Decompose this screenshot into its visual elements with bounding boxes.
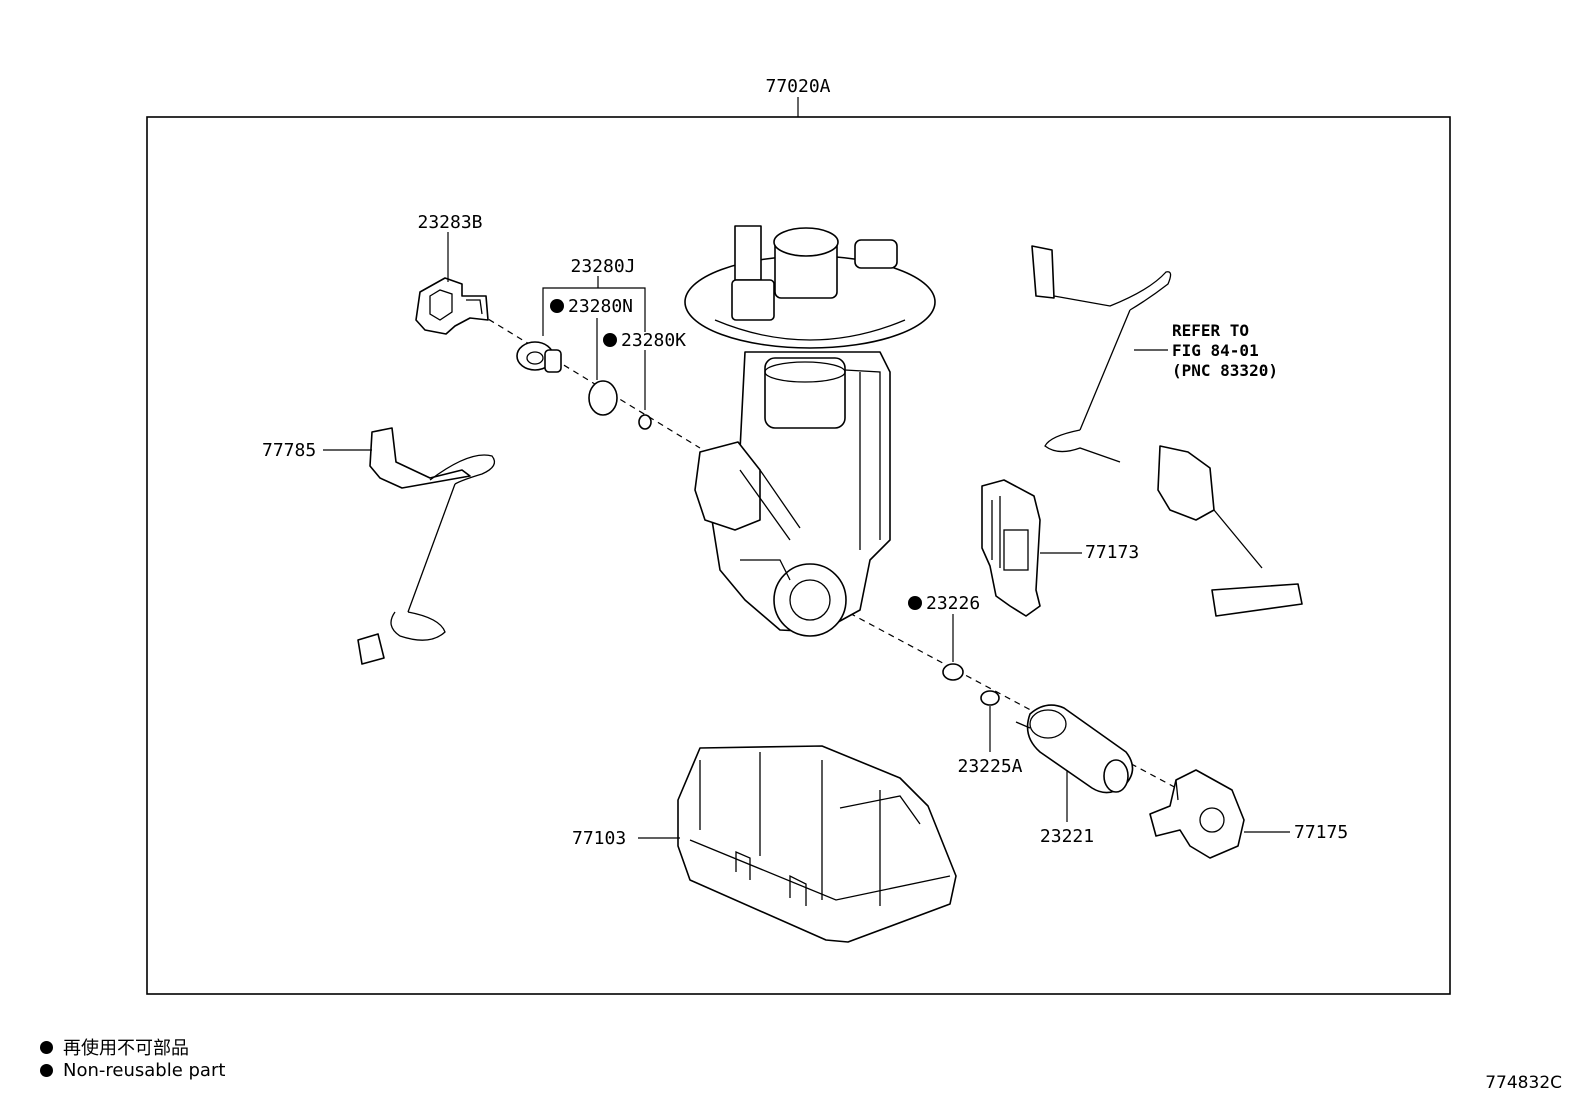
label-77103[interactable]: 77103	[572, 828, 626, 849]
filter-23280J[interactable]	[516, 341, 562, 373]
label-23280K[interactable]: 23280K	[621, 330, 686, 351]
o-ring-23280N[interactable]	[588, 380, 618, 416]
fuel-pump-assembly[interactable]	[684, 225, 936, 637]
reference-line-3[interactable]: (PNC 83320)	[1172, 361, 1278, 380]
non-reusable-dot-23280K	[603, 333, 617, 347]
o-ring-23226[interactable]	[942, 663, 964, 681]
clip-23283B[interactable]	[415, 277, 489, 335]
label-77173[interactable]: 77173	[1085, 542, 1139, 563]
tray-77103[interactable]	[677, 745, 957, 943]
o-ring-23280K[interactable]	[638, 414, 652, 430]
washer-23225A[interactable]	[980, 690, 1000, 706]
legend-japanese-text: 再使用不可部品	[63, 1038, 189, 1059]
label-23283B[interactable]: 23283B	[417, 212, 482, 233]
legend-english: Non-reusable part	[40, 1060, 225, 1081]
legend-japanese: 再使用不可部品	[40, 1034, 189, 1060]
label-77785[interactable]: 77785	[262, 440, 316, 461]
label-23280J[interactable]: 23280J	[570, 256, 635, 277]
non-reusable-dot-23226	[908, 596, 922, 610]
non-reusable-dot-23280N	[550, 299, 564, 313]
diagram-code: 774832C	[1485, 1073, 1562, 1093]
label-23226[interactable]: 23226	[926, 593, 980, 614]
assembly-axis-upper	[469, 307, 701, 449]
sender-arm-77785[interactable]	[357, 427, 496, 665]
non-reusable-dot-icon	[40, 1064, 53, 1077]
fuel-pump-23221[interactable]	[1015, 704, 1134, 794]
reference-line-2[interactable]: FIG 84-01	[1172, 341, 1259, 360]
label-23280N[interactable]: 23280N	[568, 296, 633, 317]
bracket-77173[interactable]	[981, 479, 1041, 617]
non-reusable-dot-icon	[40, 1040, 53, 1054]
legend-english-text: Non-reusable part	[63, 1060, 226, 1081]
label-23221[interactable]: 23221	[1040, 826, 1094, 847]
fuel-filter-77175[interactable]	[1149, 769, 1245, 859]
fuel-sender-gauge-right[interactable]	[1031, 245, 1303, 617]
label-23225A[interactable]: 23225A	[957, 756, 1022, 777]
reference-line-1[interactable]: REFER TO	[1172, 321, 1249, 340]
label-77020A[interactable]: 77020A	[765, 76, 830, 97]
label-77175[interactable]: 77175	[1294, 822, 1348, 843]
